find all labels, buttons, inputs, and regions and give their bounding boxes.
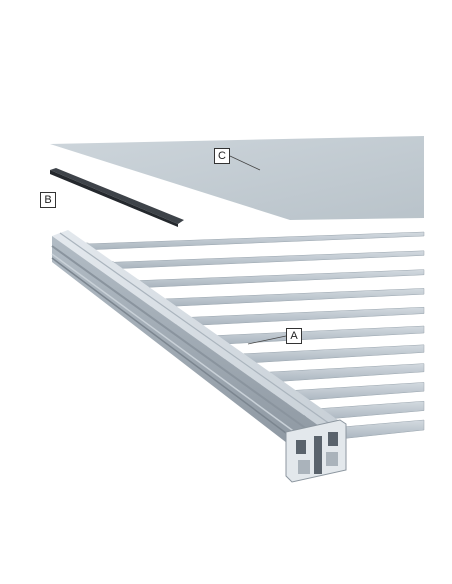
crossbar	[206, 325, 425, 346]
leader-c	[229, 155, 261, 171]
crossbar	[255, 363, 425, 384]
rail-ridge	[59, 232, 331, 425]
crossbar	[157, 288, 425, 308]
leader-a	[247, 335, 287, 345]
rail-groove-3	[51, 257, 323, 461]
rail-groove-1	[51, 245, 323, 441]
strip-b-shade	[50, 170, 178, 227]
rail-end-profile	[285, 419, 347, 483]
rail-groove-2	[51, 253, 323, 453]
strip-b	[50, 168, 184, 224]
callout-label-a: A	[286, 328, 302, 344]
callout-label-c: C	[214, 148, 230, 164]
callout-label-b: B	[40, 192, 56, 208]
panel-c	[50, 136, 424, 220]
crossbar	[83, 231, 425, 251]
crossbar	[182, 306, 425, 327]
crossbar	[132, 269, 425, 289]
crossbar	[108, 250, 425, 270]
crossbar	[231, 344, 425, 365]
